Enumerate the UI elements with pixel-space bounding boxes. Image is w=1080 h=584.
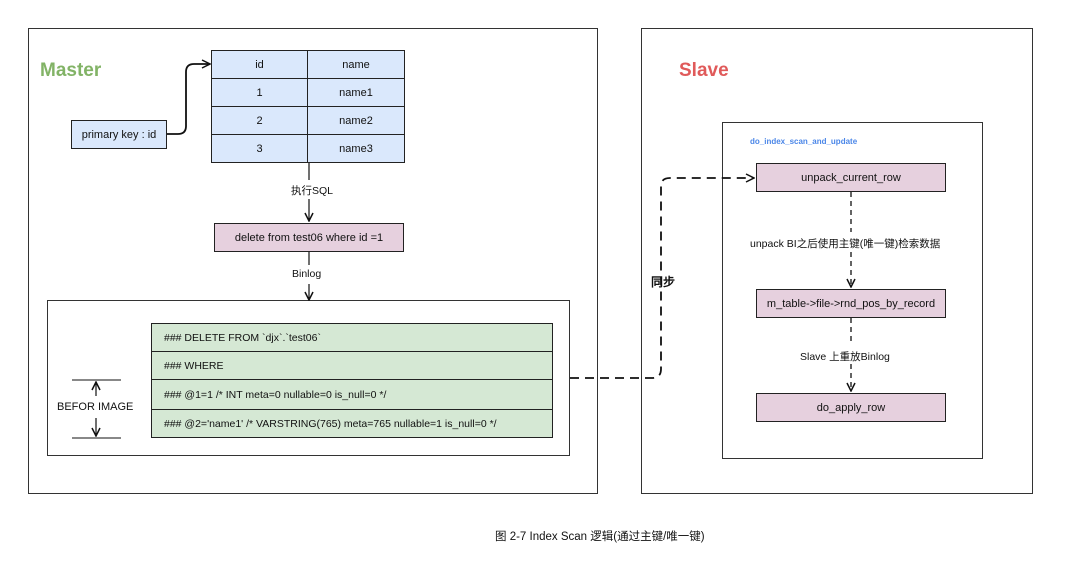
table-cell: 3 bbox=[211, 134, 308, 163]
binlog-line: ### @2='name1' /* VARSTRING(765) meta=76… bbox=[151, 409, 553, 438]
before-image-label: BEFOR IMAGE bbox=[57, 401, 134, 413]
data-table: id name 1 name1 2 name2 3 name3 bbox=[211, 50, 405, 163]
binlog-line: ### @1=1 /* INT meta=0 nullable=0 is_nul… bbox=[151, 379, 553, 410]
sync-label: 同步 bbox=[651, 273, 676, 290]
sql-statement-box: delete from test06 where id =1 bbox=[214, 223, 404, 252]
binlog-label: Binlog bbox=[290, 268, 324, 280]
binlog-line: ### WHERE bbox=[151, 351, 553, 380]
step-rnd-pos-by-record: m_table->file->rnd_pos_by_record bbox=[756, 289, 946, 318]
slave-title: Slave bbox=[679, 60, 729, 81]
exec-sql-label: 执行SQL bbox=[289, 183, 336, 198]
table-header-id: id bbox=[211, 50, 308, 79]
step-do-apply-row: do_apply_row bbox=[756, 393, 946, 422]
transition-label: Slave 上重放Binlog bbox=[798, 349, 892, 364]
function-label: do_index_scan_and_update bbox=[750, 137, 858, 146]
master-title: Master bbox=[40, 60, 102, 81]
step-unpack-current-row: unpack_current_row bbox=[756, 163, 946, 192]
table-cell: 1 bbox=[211, 78, 308, 107]
binlog-line: ### DELETE FROM `djx`.`test06` bbox=[151, 323, 553, 352]
transition-label: unpack BI之后使用主键(唯一键)检索数据 bbox=[748, 236, 943, 251]
figure-caption: 图 2-7 Index Scan 逻辑(通过主键/唯一键) bbox=[495, 531, 705, 543]
primary-key-box: primary key : id bbox=[71, 120, 167, 149]
table-cell: name2 bbox=[307, 106, 405, 135]
table-cell: 2 bbox=[211, 106, 308, 135]
table-header-name: name bbox=[307, 50, 405, 79]
table-cell: name3 bbox=[307, 134, 405, 163]
table-cell: name1 bbox=[307, 78, 405, 107]
